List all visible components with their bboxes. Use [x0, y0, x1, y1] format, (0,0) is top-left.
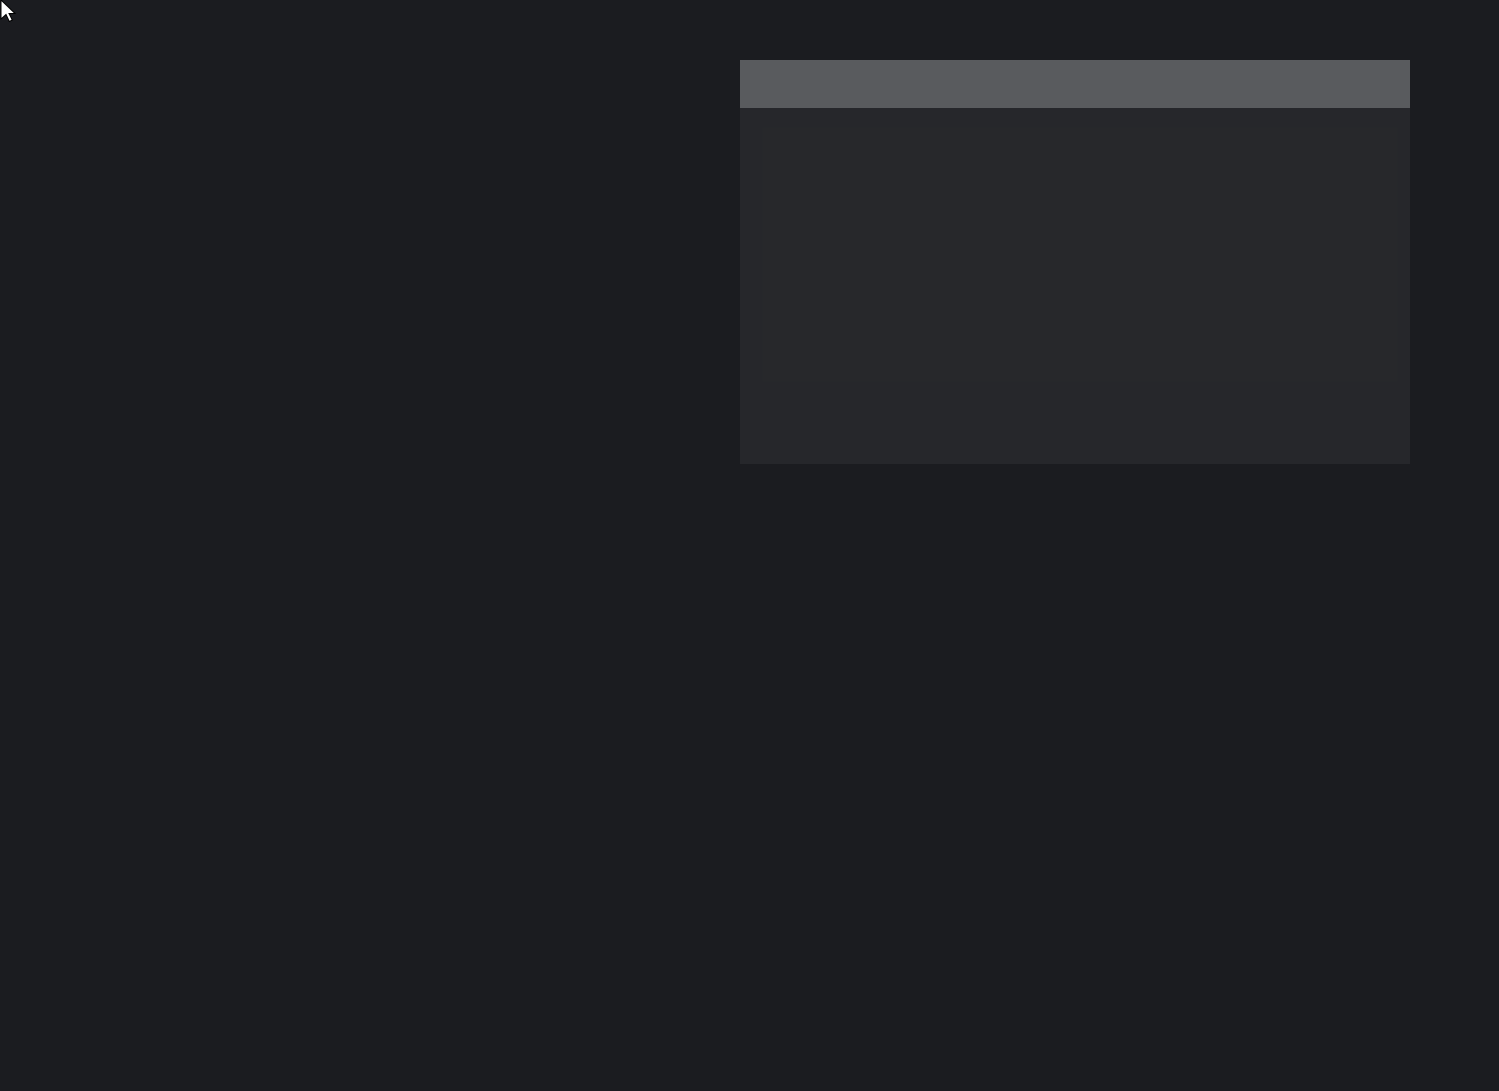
annotate-panel-body[interactable] [740, 108, 1410, 464]
mouse-cursor [0, 0, 17, 23]
annotate-panel-header[interactable] [740, 60, 1410, 108]
